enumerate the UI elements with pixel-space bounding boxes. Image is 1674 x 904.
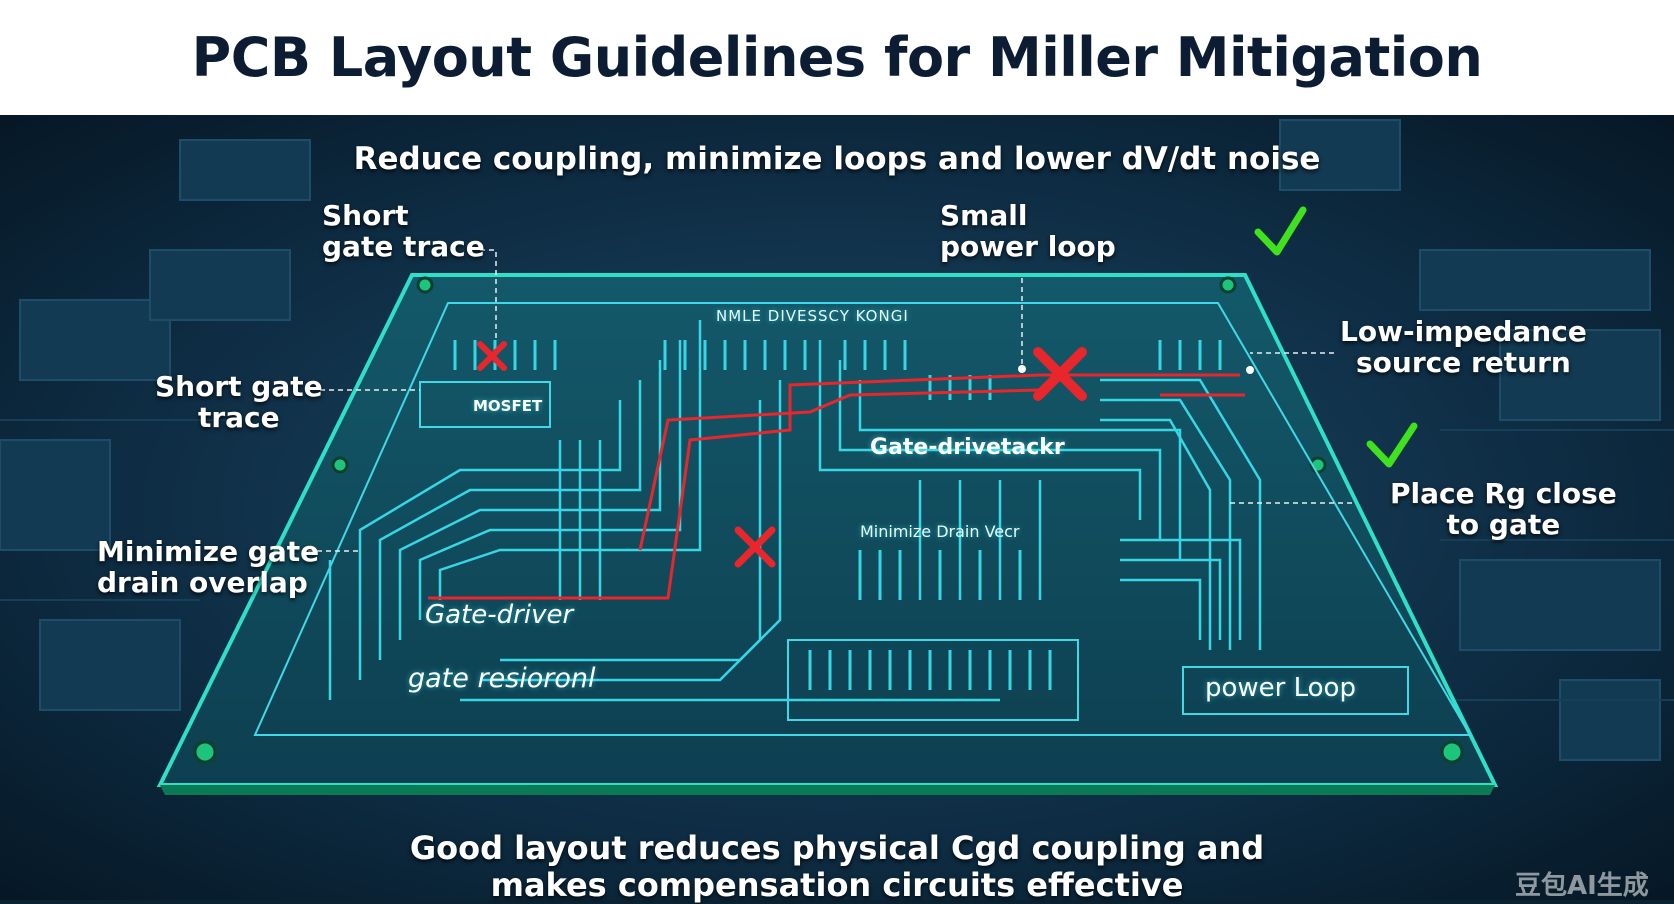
mosfet-label: MOSFET	[473, 397, 543, 415]
background-grid	[0, 419, 1674, 701]
subtitle: Reduce coupling, minimize loops and lowe…	[353, 141, 1321, 177]
footer-caption: Good layout reduces physical Cgd couplin…	[409, 829, 1265, 904]
red-loop-traces	[428, 373, 1245, 600]
title-bar	[0, 0, 1674, 115]
board-outlines	[253, 302, 1472, 736]
gate-driver-center-label: Gate-drivetackr	[870, 435, 1065, 460]
gate-driver-lower-label: Gate-driver	[425, 600, 574, 630]
callout-minimize-gate-drain-overlap: Minimize gate drain overlap	[97, 535, 320, 600]
pcb-scene	[0, 115, 1674, 900]
callout-short-gate-trace-left: Short gate trace	[155, 370, 323, 435]
background-components	[0, 119, 1661, 761]
pin-arrays	[453, 340, 1222, 690]
check-markers	[1254, 206, 1418, 468]
board-header-label: NMLE DIVESSCY KONGI	[716, 307, 909, 325]
callout-small-power-loop: Small power loop	[940, 199, 1116, 264]
x-markers	[477, 341, 1087, 568]
power-loop-box-label: power Loop	[1205, 673, 1356, 703]
minimize-drain-label: Minimize Drain Vecr	[860, 522, 1020, 541]
callout-low-impedance-source-return: Low-impedance source return	[1340, 315, 1587, 380]
leader-dots	[1018, 365, 1254, 374]
mounting-holes	[193, 276, 1464, 764]
page-title: PCB Layout Guidelines for Miller Mitigat…	[191, 26, 1483, 89]
gate-resistor-label: gate resioronl	[408, 663, 596, 694]
watermark: 豆包AI生成	[1515, 871, 1649, 901]
pcb-board-edge	[160, 785, 1495, 795]
callout-short-gate-trace-top: Short gate trace	[322, 199, 485, 264]
callout-leaders	[308, 249, 1352, 552]
callout-place-rg-close-to-gate: Place Rg close to gate	[1390, 477, 1617, 542]
